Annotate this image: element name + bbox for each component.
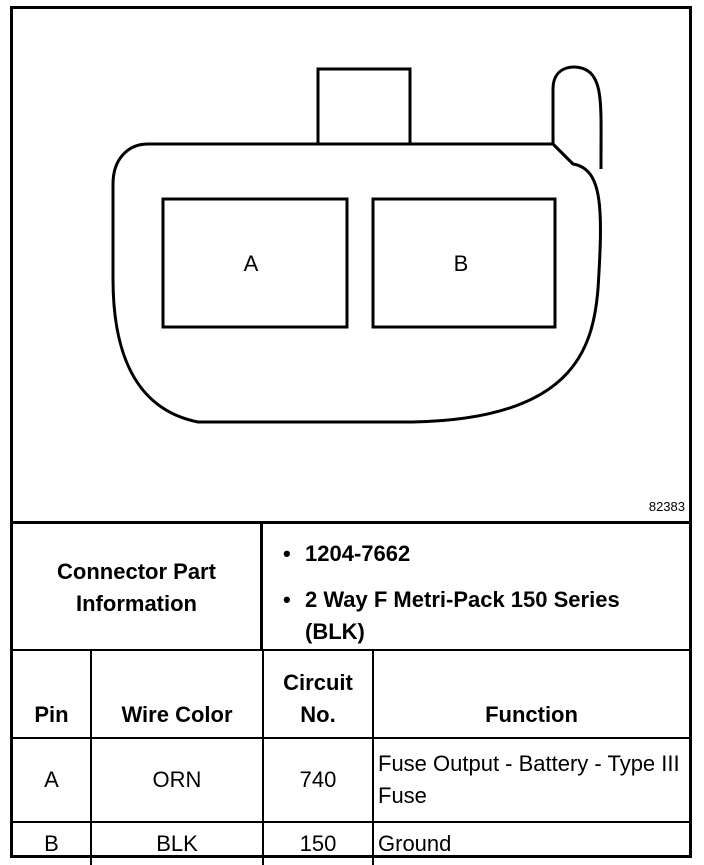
pin-table: Pin Wire Color Circuit No. Function A OR…: [13, 649, 689, 865]
connector-series: • 2 Way F Metri-Pack 150 Series (BLK): [283, 584, 645, 648]
part-number: • 1204-7662: [283, 538, 411, 570]
cell-wire-color: BLK: [90, 821, 264, 865]
cell-circuit: 150: [262, 821, 374, 865]
header-pin: Pin: [13, 649, 92, 739]
cavity-a-label: A: [244, 251, 259, 276]
bullet-icon: •: [283, 587, 291, 612]
table-row: A ORN 740 Fuse Output - Battery - Type I…: [13, 737, 689, 823]
cavity-b-label: B: [454, 251, 469, 276]
connector-info-values: • 1204-7662 • 2 Way F Metri-Pack 150 Ser…: [263, 524, 689, 651]
cell-function: Ground: [372, 821, 689, 865]
part-number-text: 1204-7662: [305, 541, 411, 566]
cell-wire-color: ORN: [90, 737, 264, 823]
connector-drawing: A B: [111, 65, 603, 424]
cell-function: Fuse Output - Battery - Type III Fuse: [372, 737, 689, 823]
cell-circuit: 740: [262, 737, 374, 823]
header-function: Function: [372, 649, 689, 739]
pin-table-header: Pin Wire Color Circuit No. Function: [13, 649, 689, 739]
connector-part-info: Connector Part Information • 1204-7662 •…: [13, 521, 689, 651]
figure-id: 82383: [648, 499, 685, 514]
connector-document: A B 82383 Connector Part Information • 1…: [10, 6, 692, 865]
header-wire-color: Wire Color: [90, 649, 264, 739]
table-row: B BLK 150 Ground: [13, 821, 689, 865]
bullet-icon: •: [283, 541, 291, 566]
connector-body: [111, 142, 602, 424]
connector-face-diagram: A B 82383: [13, 9, 689, 521]
connector-latch: [551, 65, 603, 169]
cell-pin: B: [13, 821, 92, 865]
cavity-b: [371, 197, 557, 329]
cell-pin: A: [13, 737, 92, 823]
cavity-a: [161, 197, 349, 329]
connector-series-text: 2 Way F Metri-Pack 150 Series (BLK): [305, 587, 620, 644]
locking-tab: [316, 67, 412, 144]
connector-info-label-cell: Connector Part Information: [13, 524, 263, 651]
header-circuit-no: Circuit No.: [262, 649, 374, 739]
connector-info-title: Connector Part Information: [57, 558, 216, 616]
